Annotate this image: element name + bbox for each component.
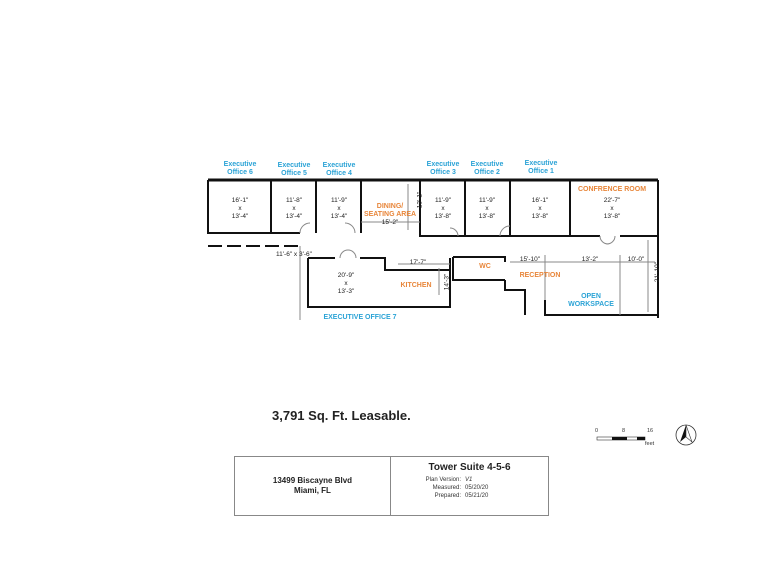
kitchen-height: 14'-3" [443,273,451,291]
exec5-dims: 11'-8" x 13'-4" [285,197,303,220]
office-walls [207,180,659,318]
exec3-label: Executive Office 3 [426,161,460,176]
conference-dims: 22'-7" x 13'-8" [603,197,621,220]
exec5-label: Executive Office 5 [277,162,311,177]
address-line2: Miami, FL [294,486,331,495]
wc-walls [452,256,506,281]
open-workspace-label: OPEN WORKSPACE [568,293,614,308]
measured-date: 05/20/20 [465,485,489,491]
plan-info: Tower Suite 4-5-6 Plan Version: V1 Measur… [391,457,548,515]
exec1-label: Executive Office 1 [524,160,558,175]
scale-tick-8: 8 [622,428,626,434]
exec2-label: Executive Office 2 [470,161,504,176]
exec1-dims: 16'-1" x 13'-8" [531,197,549,220]
exec6-label: Executive Office 6 [223,161,257,176]
exec6-dims: 16'-1" x 13'-4" [231,197,249,220]
kitchen-width: 17'-7" [409,259,427,266]
reception-width: 15'-10" [519,256,541,263]
scale-bar [596,436,646,441]
open-width-2: 10'-0" [627,256,645,263]
prepared-date: 05/21/20 [465,493,489,499]
kitchen-label: KITCHEN [400,282,432,289]
plan-version-label: Plan Version: [425,477,461,483]
dining-label: DINING/ SEATING AREA [363,203,417,218]
leasable-area: 3,791 Sq. Ft. Leasable. [272,408,411,423]
dimension-lines [361,184,655,312]
closet-dims: 11'-6" x 3'-6" [276,251,312,258]
exec4-label: Executive Office 4 [322,162,356,177]
exec7-label: EXECUTIVE OFFICE 7 [323,314,397,321]
north-arrow-icon [675,424,697,446]
scale-tick-16: 16 [647,428,654,434]
prepared-label: Prepared: [434,493,461,499]
dining-height: 13'-1" [416,191,424,209]
title-block: 13499 Biscayne Blvd Miami, FL Tower Suit… [234,456,549,516]
address: 13499 Biscayne Blvd Miami, FL [235,457,391,515]
plan-version: V1 [465,477,473,483]
wc-label: WC [479,263,491,270]
reception-label: RECEPTION [519,272,561,279]
exec4-dims: 11'-9" x 13'-4" [330,197,348,220]
exec7-walls [307,257,451,308]
door-swings [299,222,616,259]
exec3-dims: 11'-9" x 13'-8" [434,197,452,220]
scale-unit: feet [645,441,655,447]
dining-width: 15'-2" [381,219,399,226]
scale-tick-0: 0 [595,428,599,434]
exec2-dims: 11'-9" x 13'-8" [478,197,496,220]
exec7-dims: 20'-9" x 13'-3" [337,272,355,295]
plan-title: Tower Suite 4-5-6 [428,462,511,473]
conference-label: CONFRENCE ROOM [577,186,647,193]
address-line1: 13499 Biscayne Blvd [272,476,353,485]
measured-label: Measured: [432,485,461,491]
open-height: 21'-10" [654,261,662,283]
open-width-1: 13'-2" [581,256,599,263]
